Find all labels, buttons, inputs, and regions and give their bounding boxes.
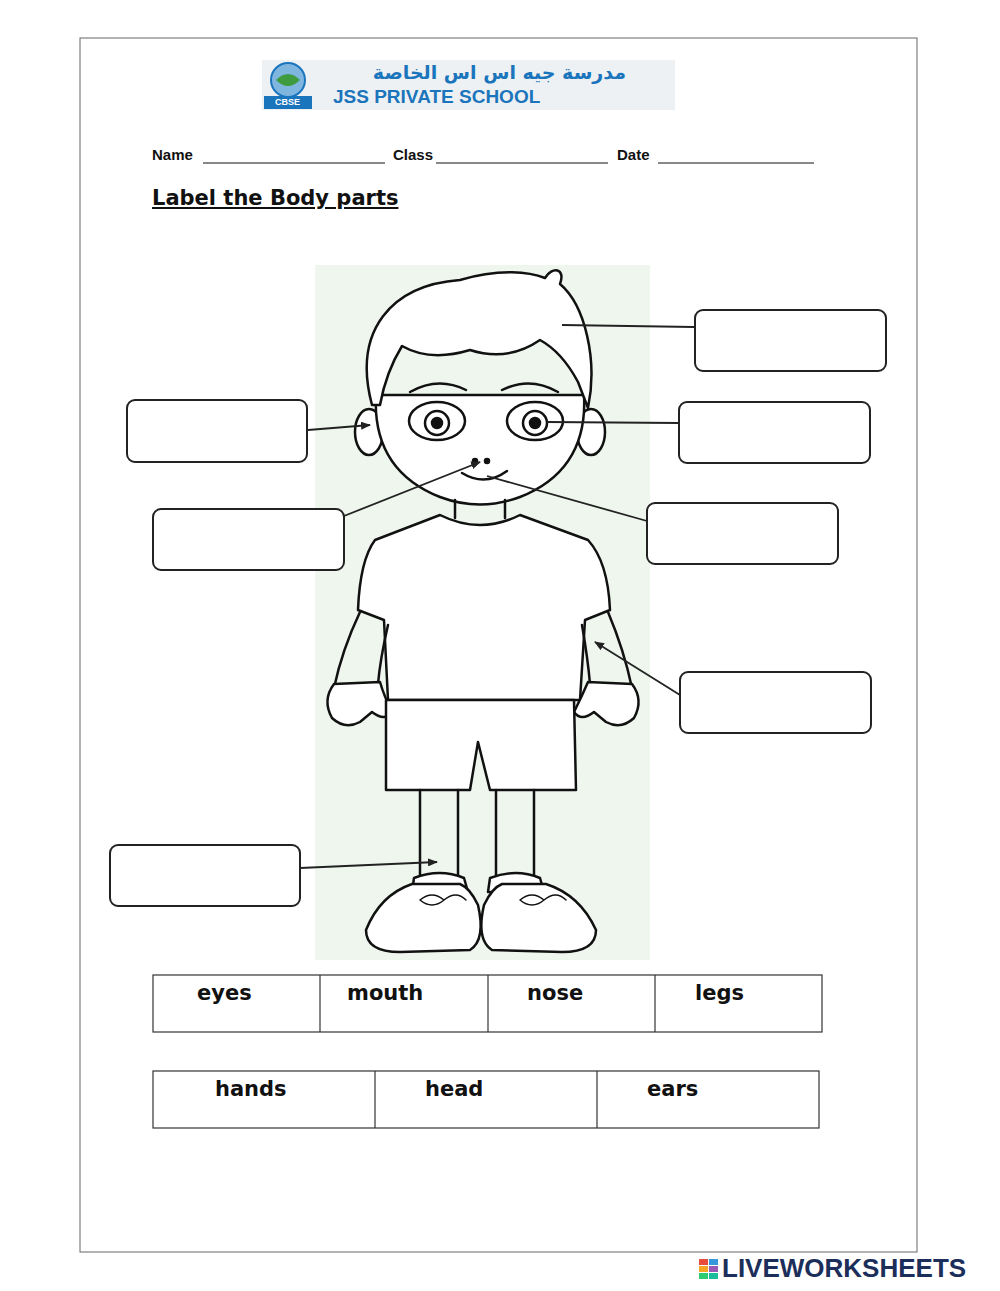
answer-boxes-part bbox=[679, 402, 870, 463]
word-bank-table-part bbox=[654, 975, 655, 1032]
watermark-icon-part bbox=[709, 1259, 718, 1265]
answer-boxes-part bbox=[153, 509, 344, 570]
word-bank-table bbox=[153, 975, 822, 1128]
boy-illustration-part bbox=[574, 682, 639, 725]
blank-lines-part bbox=[203, 163, 385, 164]
word-bank-table-part bbox=[319, 975, 320, 1032]
boy-illustration-part bbox=[523, 411, 547, 435]
leader-lines-part bbox=[344, 462, 480, 516]
school-logo-part bbox=[262, 60, 675, 110]
leader-lines-part bbox=[547, 422, 679, 423]
boy-illustration-part bbox=[420, 790, 534, 878]
boy-illustration-part bbox=[409, 402, 465, 440]
boy-illustration-part bbox=[327, 682, 392, 725]
word-bank-cell: eyes bbox=[197, 981, 252, 1005]
word-bank-table-part bbox=[153, 975, 822, 1032]
page-border-part bbox=[80, 38, 917, 1252]
boy-illustration-part bbox=[485, 459, 489, 463]
word-bank-cell: legs bbox=[695, 981, 744, 1005]
boy-illustration-part bbox=[481, 884, 596, 952]
watermark: LIVEWORKSHEETS bbox=[722, 1254, 966, 1284]
page-border bbox=[80, 38, 917, 1252]
word-bank-cell: mouth bbox=[347, 981, 423, 1005]
leader-lines-part bbox=[487, 476, 647, 521]
boy-illustration bbox=[315, 265, 650, 960]
boy-illustration-part bbox=[520, 895, 566, 905]
boy-illustration-part bbox=[386, 700, 576, 790]
boy-illustration-part bbox=[376, 395, 584, 505]
boy-illustration-part bbox=[410, 383, 466, 392]
word-bank-table-part bbox=[596, 1071, 597, 1128]
leader-lines bbox=[300, 325, 694, 868]
field-label: Date bbox=[617, 146, 650, 163]
boy-illustration-part bbox=[502, 383, 558, 392]
watermark-icon-part bbox=[699, 1259, 708, 1265]
word-bank-cell: head bbox=[425, 1077, 483, 1101]
leader-lines-part bbox=[595, 642, 680, 695]
word-bank-table-part bbox=[487, 975, 488, 1032]
answer-boxes-part bbox=[110, 845, 300, 906]
word-bank-cell: hands bbox=[215, 1077, 287, 1101]
boy-illustration-part bbox=[315, 265, 650, 960]
worksheet-title: Label the Body parts bbox=[152, 186, 398, 210]
leader-lines-part bbox=[562, 325, 694, 327]
word-bank-cell: nose bbox=[527, 981, 583, 1005]
boy-illustration-part bbox=[507, 402, 563, 440]
watermark-icon bbox=[699, 1259, 718, 1279]
school-logo-part bbox=[276, 74, 300, 86]
word-bank-cell: ears bbox=[647, 1077, 698, 1101]
watermark-icon-part bbox=[699, 1266, 708, 1272]
school-logo bbox=[262, 60, 675, 110]
boy-illustration-part bbox=[366, 884, 481, 952]
blank-lines-part bbox=[436, 163, 608, 164]
boy-illustration-part bbox=[425, 411, 449, 435]
logo-text: CBSE bbox=[275, 97, 300, 107]
boy-illustration-part bbox=[530, 418, 540, 428]
leader-lines-part bbox=[300, 862, 437, 868]
word-bank-table-part bbox=[374, 1071, 375, 1128]
boy-illustration-part bbox=[455, 500, 505, 518]
boy-illustration-part bbox=[473, 459, 477, 463]
boy-illustration-part bbox=[432, 418, 442, 428]
school-logo-part bbox=[271, 63, 305, 97]
answer-boxes-part bbox=[647, 503, 838, 564]
blank-lines-part bbox=[658, 163, 814, 164]
answer-boxes-part bbox=[127, 400, 307, 462]
answer-boxes-part bbox=[680, 672, 871, 733]
answer-boxes bbox=[110, 310, 886, 906]
school-logo-part bbox=[264, 96, 312, 109]
watermark-icon-part bbox=[699, 1273, 708, 1279]
boy-illustration-part bbox=[367, 270, 592, 408]
word-bank-table-part bbox=[153, 1071, 819, 1128]
field-label: Class bbox=[393, 146, 433, 163]
boy-illustration-part bbox=[462, 471, 507, 480]
leader-lines-part bbox=[308, 425, 370, 430]
boy-illustration-part bbox=[358, 515, 610, 700]
boy-illustration-part bbox=[334, 612, 388, 688]
field-label: Name bbox=[152, 146, 193, 163]
school-name: JSS PRIVATE SCHOOL bbox=[333, 86, 540, 108]
answer-boxes-part bbox=[695, 310, 886, 371]
blank-lines bbox=[203, 163, 814, 164]
watermark-icon-part bbox=[709, 1266, 718, 1272]
watermark-icon-part bbox=[709, 1273, 718, 1279]
boy-illustration-part bbox=[420, 895, 466, 905]
school-name-arabic: مدرسة جيه اس اس الخاصة bbox=[373, 62, 626, 84]
